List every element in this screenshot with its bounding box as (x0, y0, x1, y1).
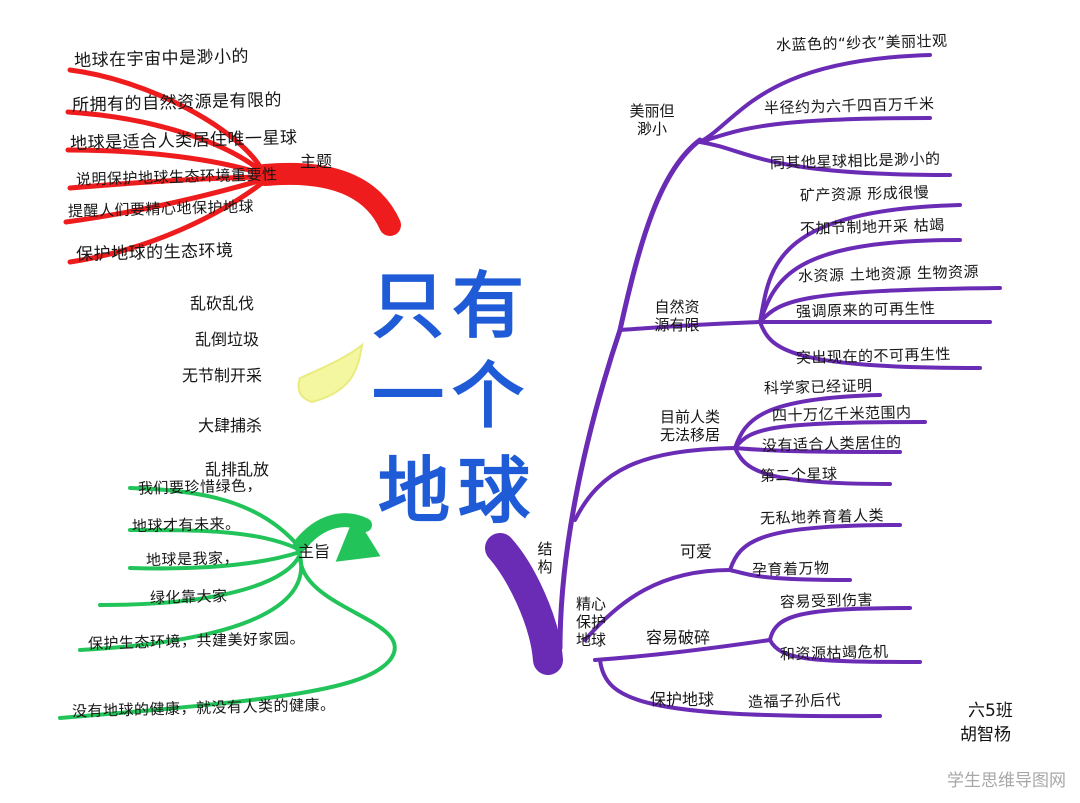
green-item-2: 地球才有未来。 (131, 514, 241, 536)
purple-g4-item-2: 孕育着万物 (751, 558, 830, 580)
purple-g5-item-1: 容易受到伤害 (779, 590, 874, 612)
red-item-6: 保护地球的生态环境 (75, 240, 234, 266)
title-line-2: 一个 (372, 354, 533, 438)
purple-g3-item-3: 没有适合人类居住的 (761, 433, 902, 455)
purple-g6-item-1: 造福子孙后代 (747, 690, 842, 712)
green-item-1: 我们要珍惜绿色， (137, 476, 263, 498)
purple-group-1-label: 美丽但渺小 (629, 102, 675, 138)
purple-group-5-label: 容易破碎 (646, 628, 711, 647)
purple-branch-label: 结构 (537, 540, 553, 576)
purple-side-label: 精心保护地球 (575, 595, 606, 649)
student-name: 胡智杨 (960, 725, 1011, 745)
green-branch-label: 主旨 (298, 542, 331, 561)
purple-g3-item-2: 四十万亿千米范围内 (771, 403, 912, 425)
title-line-1: 只有 (372, 264, 533, 348)
purple-g2-item-2: 不加节制地开采 枯竭 (799, 216, 946, 238)
green-item-3: 地球是我家， (145, 548, 240, 570)
green-item-4: 绿化靠大家 (149, 586, 228, 608)
yellow-item-5: 乱排乱放 (205, 460, 270, 479)
purple-g3-item-1: 科学家已经证明 (763, 376, 873, 398)
purple-group-4-label: 可爱 (680, 542, 713, 561)
purple-group-6-label: 保护地球 (650, 690, 715, 709)
purple-g2-item-4: 强调原来的可再生性 (795, 299, 936, 321)
purple-branch-lines (485, 53, 1002, 719)
yellow-item-2: 乱倒垃圾 (195, 330, 260, 349)
red-branch-lines (63, 67, 401, 265)
purple-g2-item-1: 矿产资源 形成很慢 (799, 183, 930, 205)
yellow-item-1: 乱砍乱伐 (190, 294, 255, 313)
purple-group-3-label: 目前人类无法移居 (659, 408, 720, 444)
title-line-3: 地球 (378, 449, 539, 533)
purple-g5-item-2: 和资源枯竭危机 (779, 642, 889, 664)
red-item-1: 地球在宇宙中是渺小的 (73, 46, 250, 72)
yellow-item-4: 大肆捕杀 (198, 416, 263, 435)
purple-g3-item-4: 第二个星球 (759, 464, 838, 486)
red-branch-label: 主题 (300, 152, 333, 171)
purple-g1-item-1: 水蓝色的“纱衣”美丽壮观 (775, 31, 948, 55)
green-branch-lines (58, 486, 397, 720)
watermark: 学生思维导图网 (947, 771, 1066, 791)
purple-g1-item-2: 半径约为六千四百万千米 (763, 94, 935, 118)
purple-g1-item-3: 同其他星球相比是渺小的 (769, 149, 941, 173)
class-name: 六5班 (968, 701, 1013, 721)
purple-group-2-label: 自然资源有限 (654, 298, 700, 334)
purple-g2-item-5: 突出现在的不可再生性 (795, 344, 952, 368)
yellow-item-3: 无节制开采 (182, 366, 263, 385)
yellow-branch-blob (297, 342, 364, 404)
purple-g4-item-1: 无私地养育着人类 (759, 506, 885, 528)
